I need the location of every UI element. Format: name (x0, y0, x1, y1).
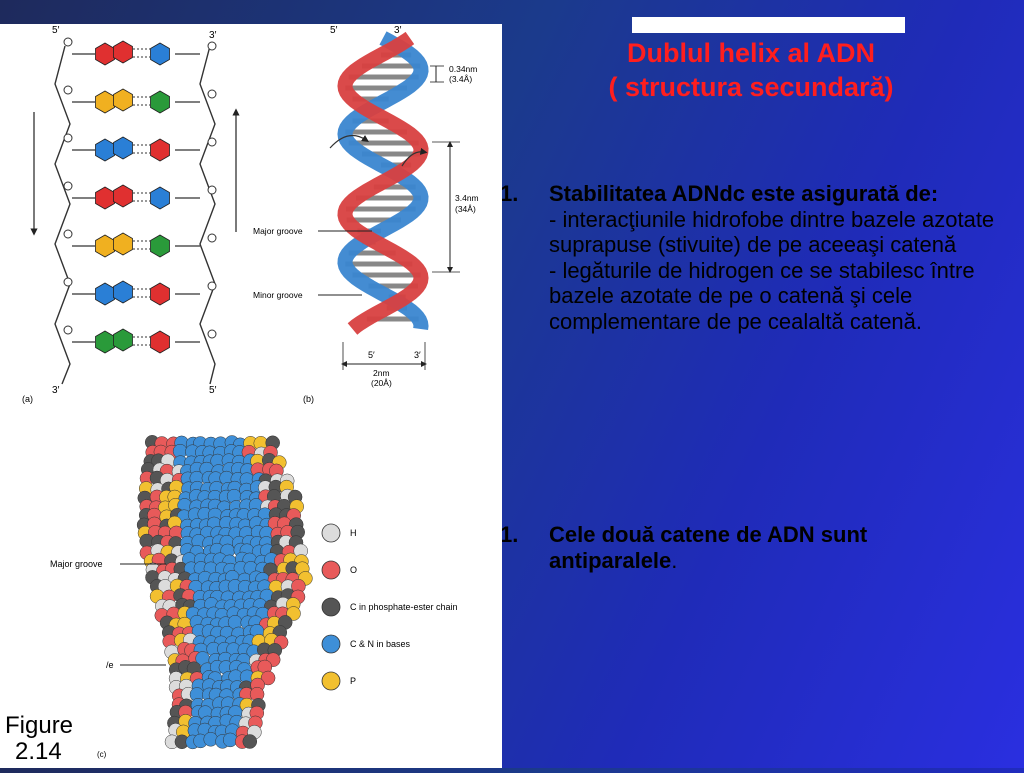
phosphate-node (63, 325, 73, 335)
nucleobase (95, 186, 115, 210)
dna-figure-svg: 5′ 3′ 3′ 5′ (a) 5′ 3′ 0.34nm (3.4Å) 3.4n… (5, 25, 479, 765)
figure-caption-word: Figure (5, 712, 73, 739)
dna-figure: 5′ 3′ 3′ 5′ (a) 5′ 3′ 0.34nm (3.4Å) 3.4n… (0, 24, 502, 768)
atom-sphere (222, 732, 238, 748)
nucleobase (95, 234, 115, 258)
major-groove-label: Major groove (253, 226, 303, 236)
item-line-hydrophobic: - interacţiunile hidrofobe dintre bazele… (549, 206, 995, 258)
rise-angstrom-label: (3.4Å) (449, 74, 472, 84)
legend-label-c: C in phosphate-ester chain (350, 602, 458, 612)
legend-label-h: H (350, 528, 357, 538)
a-top-right-label: 3′ (209, 30, 217, 41)
legend-swatch-cn (321, 634, 341, 654)
phosphate-node (63, 133, 73, 143)
nucleobase (150, 42, 170, 66)
nucleobase (95, 330, 115, 354)
b-bottom-right-label: 3′ (414, 350, 421, 360)
a-bottom-right-label: 5′ (209, 385, 217, 396)
panel-c-label: (c) (97, 750, 107, 759)
phosphate-node (207, 137, 217, 147)
panel-b-label: (b) (303, 394, 314, 404)
phosphate-node (207, 233, 217, 243)
a-top-left-label: 5′ (52, 25, 60, 36)
a-bottom-left-label: 3′ (52, 385, 60, 396)
c-cut-label: /e (106, 660, 114, 670)
nucleobase (150, 234, 170, 258)
phosphate-node (207, 41, 217, 51)
rise-label: 0.34nm (449, 64, 477, 74)
legend-label-p: P (350, 676, 356, 686)
nucleobase (113, 232, 133, 256)
panel-c-space-filling: Major groove /e H O C in phosphate-ester c… (50, 435, 458, 759)
b-top-left-label: 5′ (330, 25, 338, 36)
nucleobase (150, 138, 170, 162)
phosphate-node (63, 277, 73, 287)
nucleobase (113, 88, 133, 112)
nucleobase (95, 138, 115, 162)
item-text: Cele două catene de ADN sunt antiparalel… (549, 522, 868, 573)
phosphate-node (63, 85, 73, 95)
nucleobase (95, 282, 115, 306)
phosphate-node (207, 185, 217, 195)
phosphate-node (63, 229, 73, 239)
pitch-angstrom-label: (34Å) (455, 204, 476, 214)
nucleobase (113, 40, 133, 64)
legend-label-cn: C & N in bases (350, 639, 411, 649)
width-angstrom-label: (20Å) (371, 378, 392, 388)
minor-groove-label: Minor groove (253, 290, 303, 300)
pitch-label: 3.4nm (455, 193, 479, 203)
item-number: 1. (500, 181, 519, 206)
nucleobase (113, 184, 133, 208)
phosphate-node (207, 281, 217, 291)
nucleobase (113, 328, 133, 352)
nucleobase (95, 90, 115, 114)
nucleobase (95, 42, 115, 66)
panel-a-schematic: 5′ 3′ 3′ 5′ (a) (22, 25, 240, 404)
width-label: 2nm (373, 368, 390, 378)
legend-swatch-o (321, 560, 341, 580)
phosphate-node (63, 37, 73, 47)
white-header-bar (632, 17, 905, 33)
panel-a-label: (a) (22, 394, 33, 404)
item-line-hydrogen: - legăturile de hidrogen ce se stabilesc… (549, 257, 975, 334)
panel-b-helix: 5′ 3′ 0.34nm (3.4Å) 3.4nm (34Å) Major gr… (253, 25, 479, 404)
nucleobase (113, 136, 133, 160)
figure-caption-number: 2.14 (15, 738, 62, 765)
phosphate-node (207, 89, 217, 99)
b-bottom-left-label: 5′ (368, 350, 375, 360)
legend-swatch-c (321, 597, 341, 617)
legend-label-o: O (350, 565, 357, 575)
legend-swatch-h (321, 523, 341, 543)
item-heading: Stabilitatea ADNdc este asigurată de: (549, 181, 939, 206)
atom-sphere (242, 734, 258, 749)
nucleobase (150, 186, 170, 210)
nucleobase (150, 330, 170, 354)
nucleobase (150, 282, 170, 306)
title-line-2: ( structura secundară) (608, 72, 894, 102)
slide-title: Dublul helix al ADN ( structura secundar… (520, 36, 982, 104)
phosphate-node (63, 181, 73, 191)
b-top-right-label: 3′ (394, 25, 402, 36)
legend-swatch-p (321, 671, 341, 691)
title-line-1: Dublul helix al ADN (626, 38, 876, 68)
nucleobase (113, 280, 133, 304)
atom-sphere (260, 670, 276, 686)
phosphate-node (207, 329, 217, 339)
c-major-groove-label: Major groove (50, 559, 103, 569)
item-number: 1. (500, 522, 519, 547)
item-period: . (671, 547, 678, 573)
nucleobase (150, 90, 170, 114)
